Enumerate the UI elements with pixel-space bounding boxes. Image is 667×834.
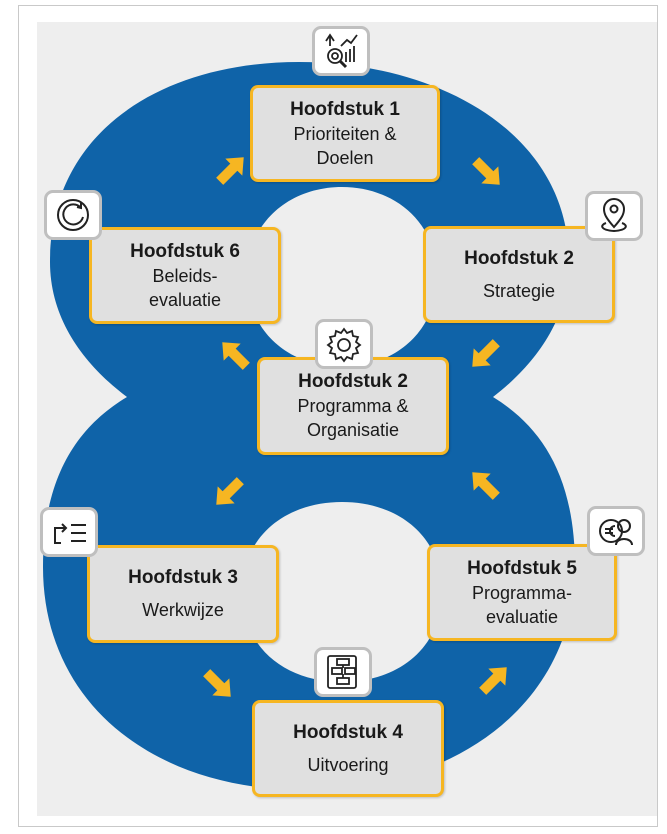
step-subtitle: Werkwijze bbox=[142, 600, 224, 620]
flow-arrow bbox=[216, 477, 244, 505]
step-subtitle: Beleids- evaluatie bbox=[148, 265, 222, 310]
step-title: Hoofdstuk 4 bbox=[293, 721, 403, 743]
step-box-hoofdstuk-4: Hoofdstuk 4 Uitvoering bbox=[252, 700, 444, 797]
flowchart-icon bbox=[314, 647, 372, 697]
step-subtitle: Prioriteiten & Doelen bbox=[293, 123, 397, 168]
step-box-hoofdstuk-6: Hoofdstuk 6 Beleids- evaluatie bbox=[89, 227, 281, 324]
step-title: Hoofdstuk 1 bbox=[290, 98, 400, 120]
redo-list-icon bbox=[40, 507, 98, 557]
flow-arrow bbox=[203, 669, 231, 697]
step-box-hoofdstuk-3: Hoofdstuk 3 Werkwijze bbox=[87, 545, 279, 643]
step-box-hoofdstuk-2-strategie: Hoofdstuk 2 Strategie bbox=[423, 226, 615, 323]
flow-arrow bbox=[222, 342, 250, 370]
flow-arrow bbox=[472, 157, 500, 185]
step-box-hoofdstuk-2-programma: Hoofdstuk 2 Programma & Organisatie bbox=[257, 357, 449, 455]
step-title: Hoofdstuk 5 bbox=[467, 557, 577, 579]
step-box-hoofdstuk-1: Hoofdstuk 1 Prioriteiten & Doelen bbox=[250, 85, 440, 182]
location-pin-icon bbox=[585, 191, 643, 241]
step-title: Hoofdstuk 2 bbox=[298, 371, 408, 392]
analytics-magnifier-icon bbox=[312, 26, 370, 76]
step-box-hoofdstuk-5: Hoofdstuk 5 Programma- evaluatie bbox=[427, 544, 617, 641]
refresh-icon bbox=[44, 190, 102, 240]
step-subtitle: Uitvoering bbox=[307, 754, 389, 775]
step-subtitle: Strategie bbox=[482, 280, 556, 301]
step-title: Hoofdstuk 3 bbox=[128, 567, 238, 588]
step-title: Hoofdstuk 6 bbox=[130, 240, 240, 262]
flow-arrow bbox=[479, 667, 507, 695]
step-subtitle: Programma & Organisatie bbox=[297, 396, 409, 440]
euro-coins-icon bbox=[587, 506, 645, 556]
gear-icon bbox=[315, 319, 373, 369]
step-subtitle: Programma- evaluatie bbox=[471, 582, 573, 627]
step-title: Hoofdstuk 2 bbox=[464, 247, 574, 269]
diagram-canvas: Hoofdstuk 1 Prioriteiten & Doelen Hoofds… bbox=[37, 22, 657, 816]
flow-arrow bbox=[472, 472, 500, 500]
flow-arrow bbox=[472, 339, 500, 367]
flow-arrow bbox=[216, 157, 244, 185]
